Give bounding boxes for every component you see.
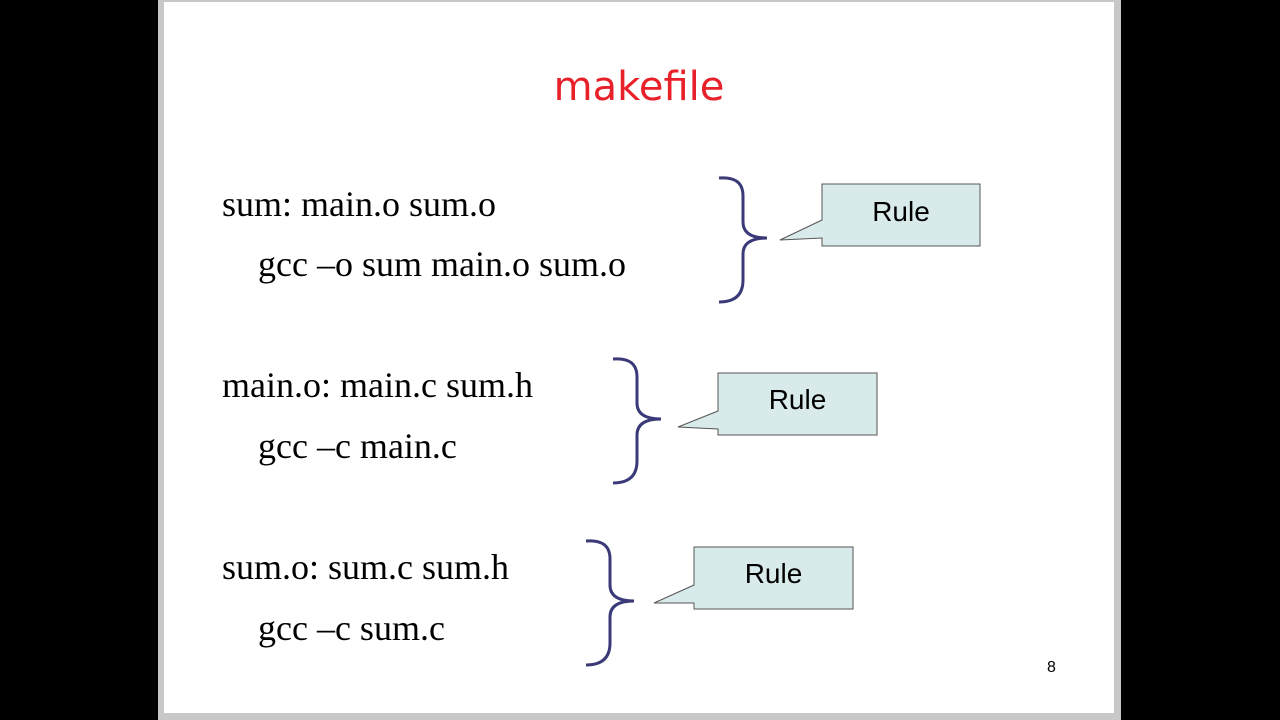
rule-3-callout xyxy=(653,546,854,610)
rule-3-callout-label: Rule xyxy=(744,558,803,589)
rule-3-brace-icon xyxy=(585,539,635,667)
rule-1-callout xyxy=(779,183,981,247)
rule-1-brace-icon xyxy=(718,176,768,304)
rule-1-command-line: gcc –o sum main.o sum.o xyxy=(258,244,626,284)
slide-frame: makefile sum: main.o sum.o gcc –o sum ma… xyxy=(158,0,1121,720)
rule-2-callout xyxy=(677,372,878,436)
rule-2-target-line: main.o: main.c sum.h xyxy=(222,365,533,405)
slide-canvas: makefile sum: main.o sum.o gcc –o sum ma… xyxy=(164,2,1114,713)
rule-1-target-line: sum: main.o sum.o xyxy=(222,184,497,224)
rule-2-brace-icon xyxy=(612,357,662,485)
rule-3-command-line: gcc –c sum.c xyxy=(258,608,445,648)
rule-2-command-line: gcc –c main.c xyxy=(258,426,457,466)
rule-2-callout-label: Rule xyxy=(768,384,827,415)
page-number: 8 xyxy=(1047,659,1056,676)
slide-title: makefile xyxy=(553,64,725,110)
rule-3-target-line: sum.o: sum.c sum.h xyxy=(222,547,510,587)
rule-1-callout-label: Rule xyxy=(872,196,930,227)
